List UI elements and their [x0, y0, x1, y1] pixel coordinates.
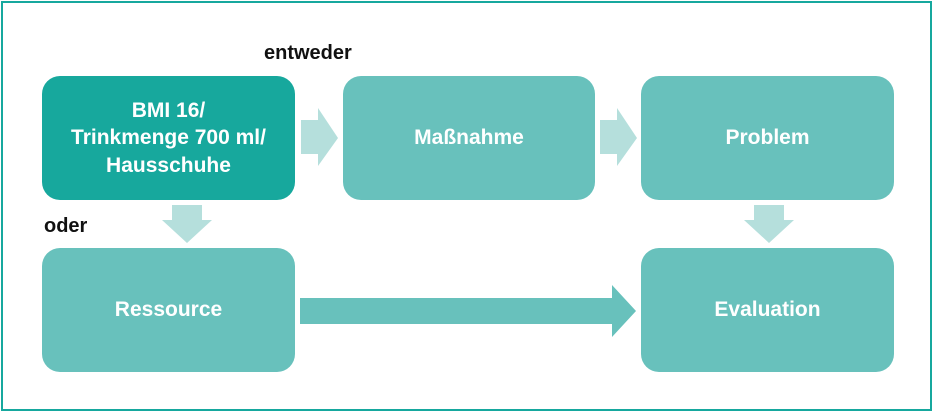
arrow-problem-to-evaluation: [744, 205, 794, 243]
arrow-start-to-measure: [301, 108, 338, 166]
label-either: entweder: [264, 42, 352, 64]
box-start: BMI 16/ Trinkmenge 700 ml/ Hausschuhe: [42, 76, 295, 200]
box-resource: Ressource: [42, 248, 295, 372]
label-or: oder: [44, 215, 88, 237]
arrow-measure-to-problem: [600, 108, 637, 166]
box-measure: Maßnahme: [343, 76, 595, 200]
box-problem: Problem: [641, 76, 894, 200]
arrow-resource-to-evaluation: [300, 285, 636, 337]
arrow-start-to-resource: [162, 205, 212, 243]
box-evaluation: Evaluation: [641, 248, 894, 372]
diagram-frame: [1, 1, 932, 411]
